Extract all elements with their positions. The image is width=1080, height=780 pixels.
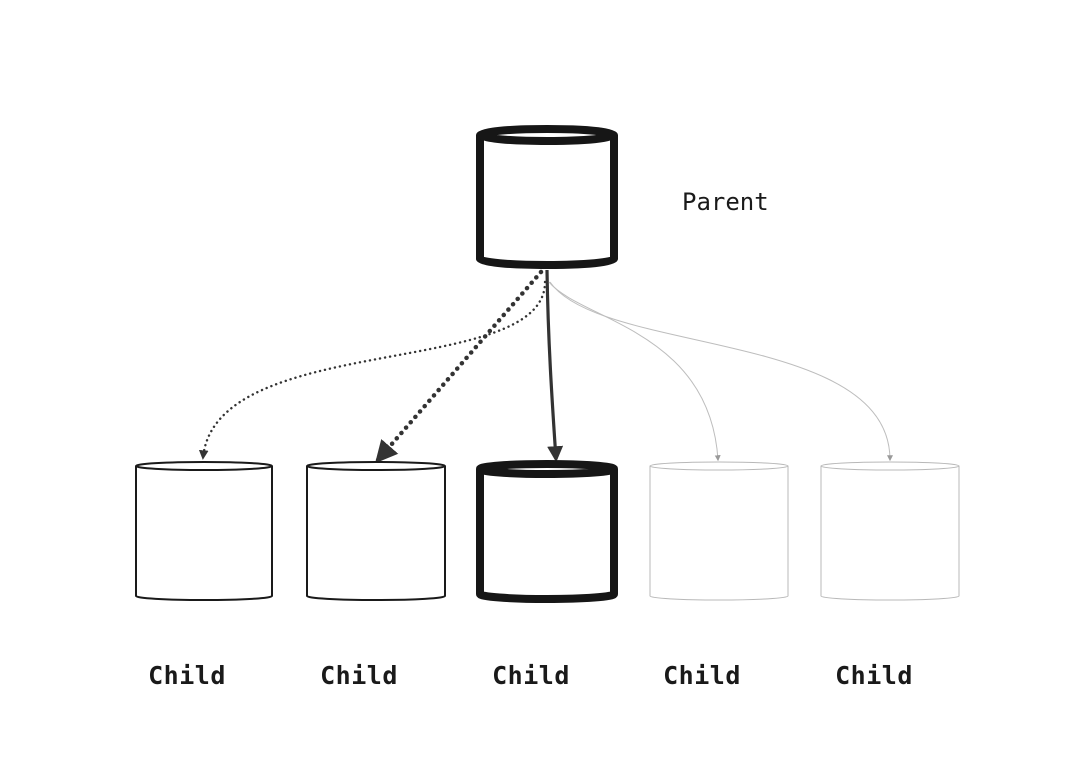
child-database-icon-4 bbox=[649, 461, 789, 601]
child-label-2: Child bbox=[320, 661, 398, 690]
connector-parent-to-child-1 bbox=[198, 280, 547, 460]
child-database-icon-2 bbox=[306, 461, 446, 601]
child-label-1: Child bbox=[148, 661, 226, 690]
child-database-icon-5 bbox=[820, 461, 960, 601]
parent-database-icon bbox=[476, 125, 618, 269]
connector-parent-to-child-3 bbox=[545, 269, 564, 463]
child-label-3: Child bbox=[492, 661, 570, 690]
child-database-icon-1 bbox=[135, 461, 273, 601]
parent-label: Parent bbox=[682, 188, 769, 216]
connector-parent-to-child-4 bbox=[548, 281, 721, 462]
connector-parent-to-child-5 bbox=[549, 281, 893, 462]
child-database-icon-3 bbox=[476, 460, 618, 603]
child-label-4: Child bbox=[663, 661, 741, 690]
child-label-5: Child bbox=[835, 661, 913, 690]
connector-parent-to-child-2 bbox=[375, 269, 544, 464]
